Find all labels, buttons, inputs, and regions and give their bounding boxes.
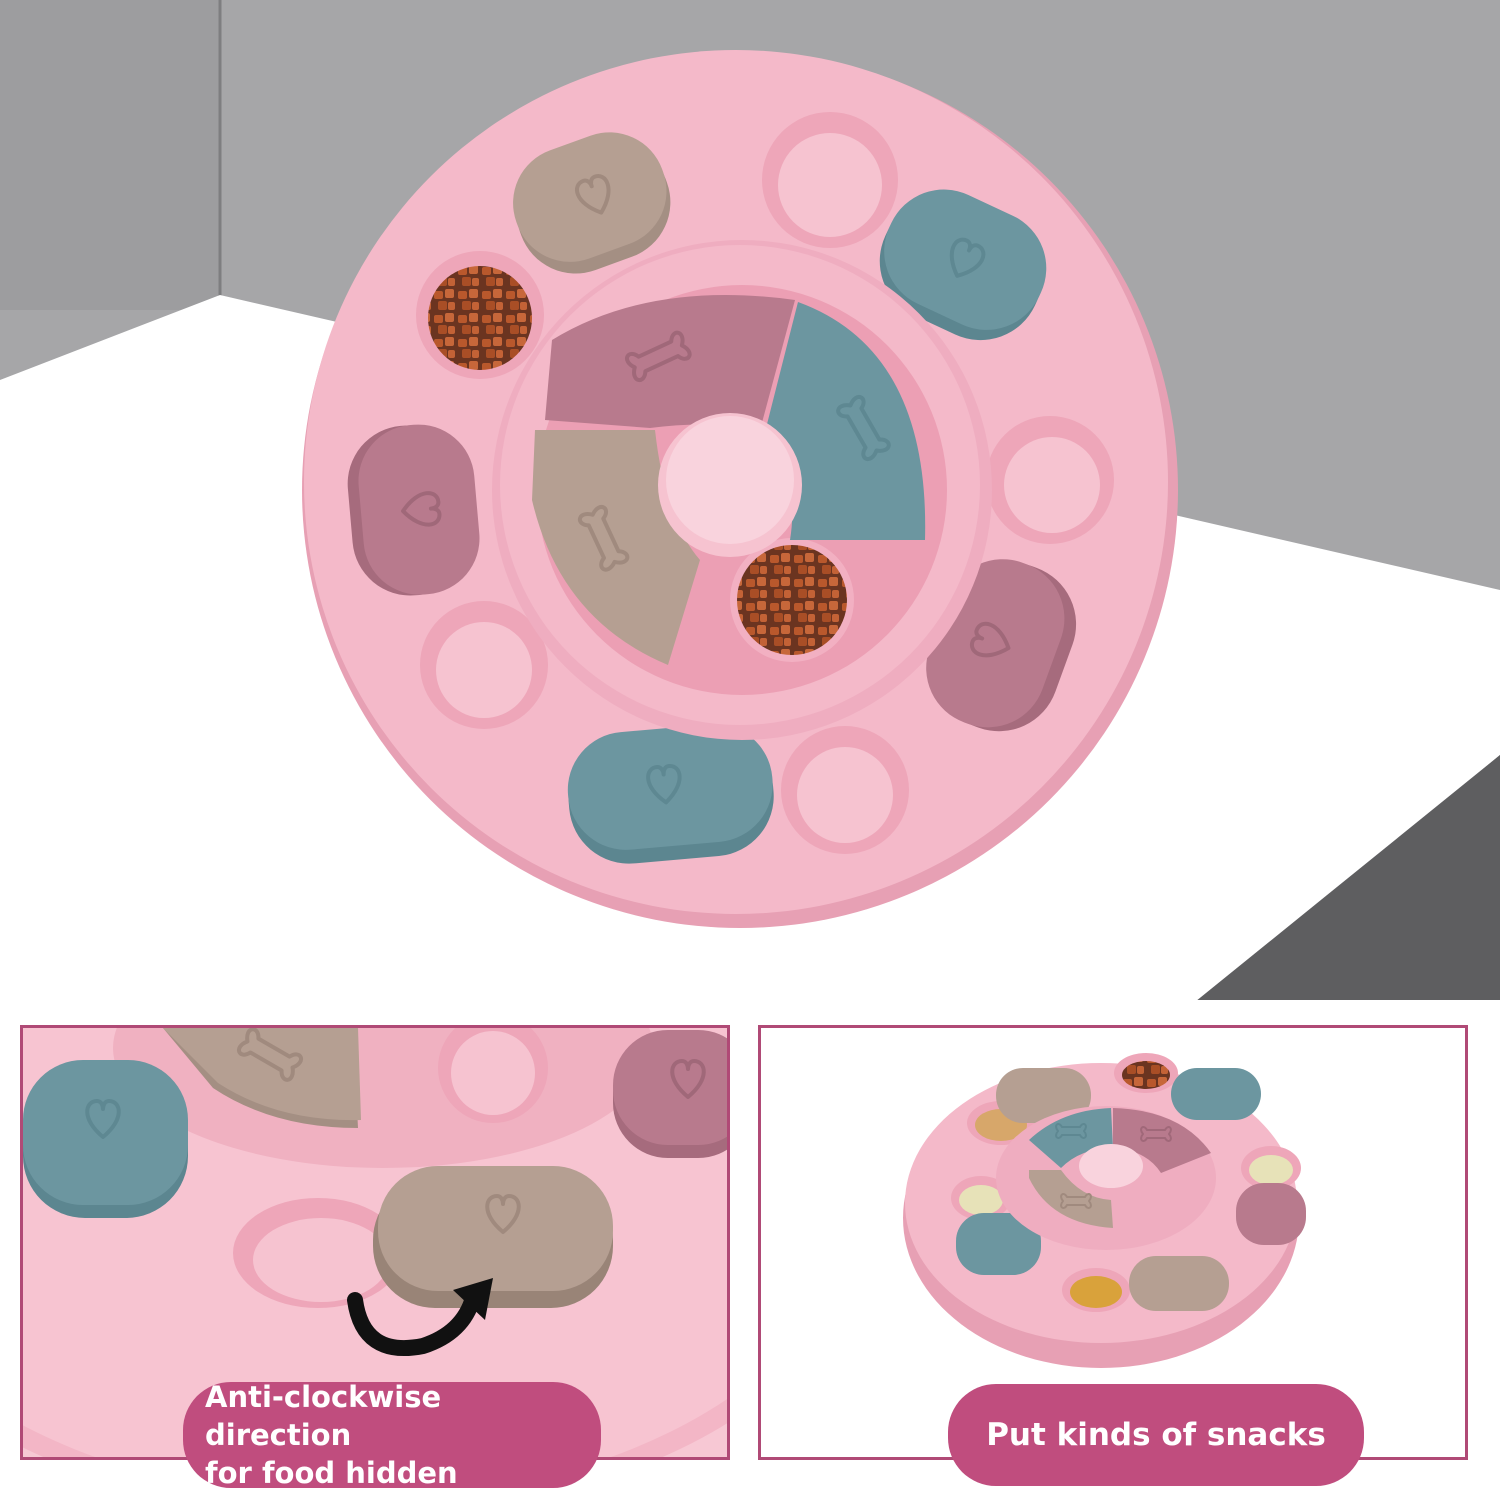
lid-mauve: [347, 424, 480, 596]
puzzle-feeder-with-snacks: [903, 1053, 1306, 1368]
detail-panel-snacks: [758, 1025, 1468, 1460]
snacks-photo: [761, 1028, 1465, 1457]
outer-well: [986, 416, 1114, 544]
outer-well: [781, 726, 909, 854]
inner-lid-taupe: [532, 430, 700, 665]
caption-rotation-direction: Anti-clockwise direction for food hidden: [183, 1380, 601, 1490]
inner-food-well: [730, 538, 854, 662]
outer-well: [762, 112, 898, 248]
rotating-lid-taupe: [373, 1166, 613, 1308]
caption-text: Put kinds of snacks: [986, 1417, 1326, 1453]
main-product-photo: [0, 0, 1500, 1000]
arrow-anticlockwise-icon: [347, 1278, 493, 1357]
lid-taupe: [513, 132, 671, 274]
caption-line-2: for food hidden: [205, 1456, 458, 1490]
lid-blue: [879, 189, 1047, 341]
puzzle-feeder: [302, 50, 1178, 928]
caption-line-1: Anti-clockwise direction: [205, 1380, 442, 1452]
closeup-photo: [23, 1028, 727, 1457]
food-well: [416, 251, 544, 379]
lid-blue: [567, 724, 774, 864]
detail-panel-rotation: [20, 1025, 730, 1460]
lid-mauve: [613, 1030, 727, 1158]
outer-well: [420, 601, 548, 729]
lid-blue: [23, 1060, 188, 1218]
inner-lid-mauve: [545, 295, 795, 430]
wall-corner-left: [0, 0, 220, 310]
caption-snacks: Put kinds of snacks: [948, 1384, 1364, 1486]
inner-lid-blue: [765, 302, 926, 540]
